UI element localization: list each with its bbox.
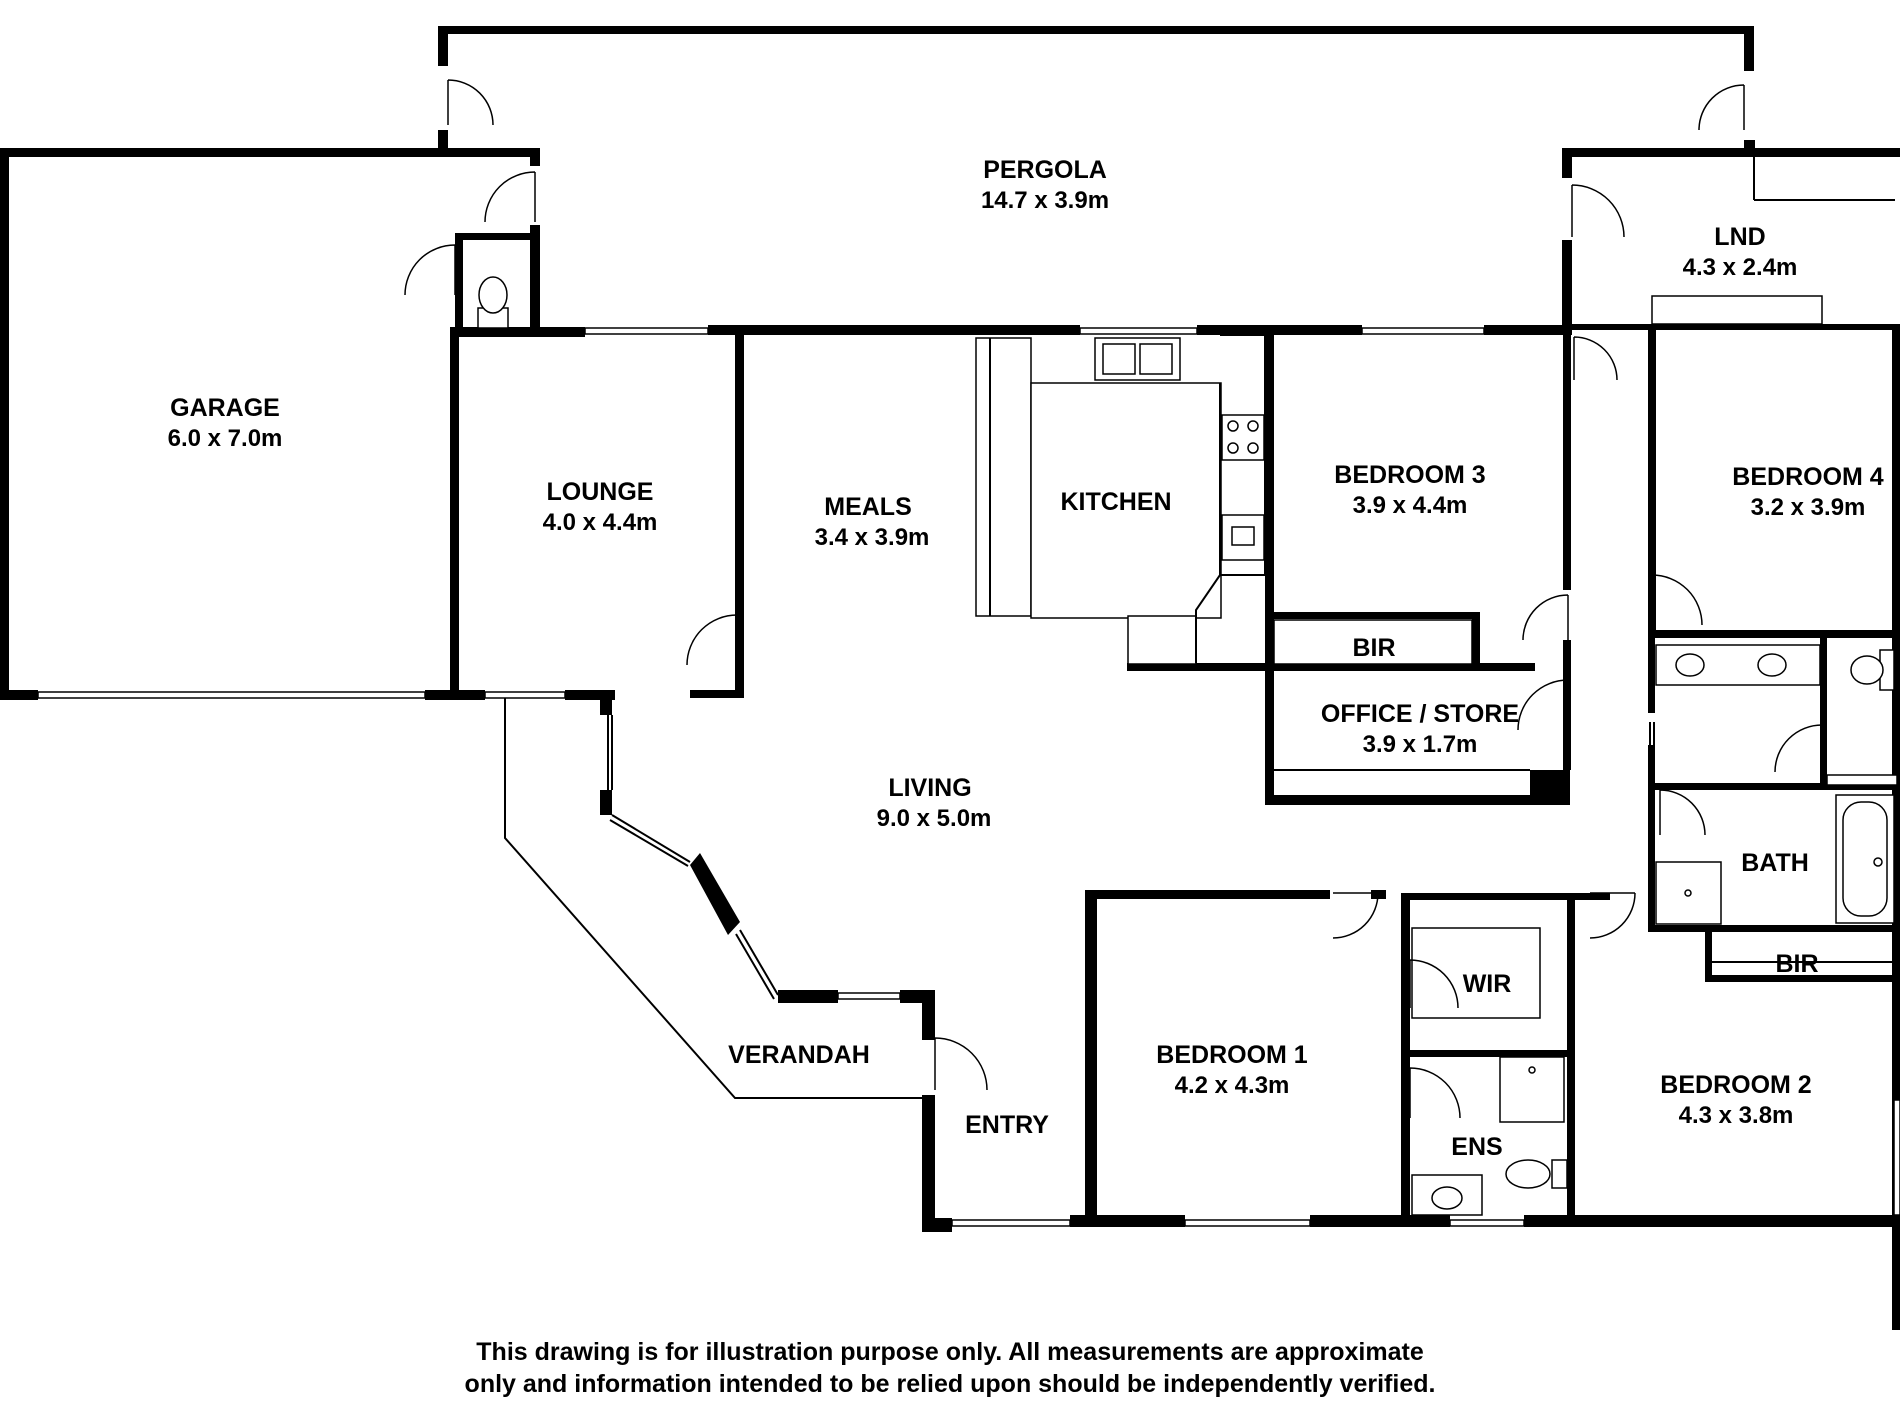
garage-dims: 6.0 x 7.0m [168,425,283,452]
bedroom3-dims: 3.9 x 4.4m [1353,492,1468,519]
office-dims: 3.9 x 1.7m [1363,731,1478,758]
lnd-dims: 4.3 x 2.4m [1683,254,1798,281]
bedroom1-dims: 4.2 x 4.3m [1175,1072,1290,1099]
kitchen-name: KITCHEN [1060,488,1171,516]
entry-name: ENTRY [965,1111,1049,1139]
pergola-dims: 14.7 x 3.9m [981,187,1109,214]
lounge-name: LOUNGE [547,478,654,506]
bedroom3-name: BEDROOM 3 [1334,461,1485,489]
room-labels: PERGOLA 14.7 x 3.9m GARAGE 6.0 x 7.0m LO… [168,156,1884,1161]
bedroom2-name: BEDROOM 2 [1660,1071,1811,1099]
lnd-name: LND [1714,223,1765,251]
lounge-dims: 4.0 x 4.4m [543,509,658,536]
office-name: OFFICE / STORE [1321,700,1519,728]
pergola-name: PERGOLA [983,156,1107,184]
wir-name: WIR [1463,970,1512,998]
bedroom4-name: BEDROOM 4 [1732,463,1884,491]
meals-name: MEALS [824,493,912,521]
bedroom4-dims: 3.2 x 3.9m [1751,494,1866,521]
bir-bedroom2: BIR [1775,950,1818,978]
bir-bedroom3: BIR [1352,634,1395,662]
bedroom1-name: BEDROOM 1 [1156,1041,1308,1069]
meals-dims: 3.4 x 3.9m [815,524,930,551]
bedroom2-dims: 4.3 x 3.8m [1679,1102,1794,1129]
living-name: LIVING [888,774,971,802]
walls [0,26,1900,1330]
ens-name: ENS [1451,1133,1502,1161]
garage-name: GARAGE [170,394,280,422]
disclaimer-line-2: only and information intended to be reli… [464,1370,1436,1398]
thin-lines [37,140,1900,1227]
verandah-name: VERANDAH [728,1041,870,1069]
bath-name: BATH [1741,849,1809,877]
doors [404,79,1823,1119]
living-dims: 9.0 x 5.0m [877,805,992,832]
disclaimer-line-1: This drawing is for illustration purpose… [476,1338,1424,1366]
